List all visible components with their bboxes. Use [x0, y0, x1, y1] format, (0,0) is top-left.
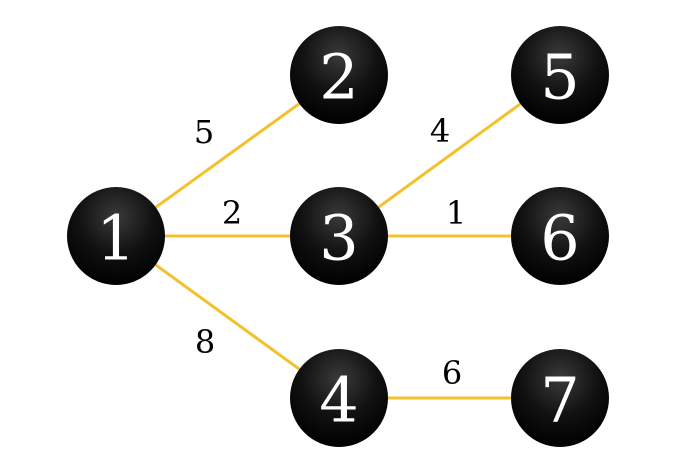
node-circle-3 — [290, 187, 388, 285]
node-3: 3 — [290, 187, 388, 285]
edge-weight-3-6: 1 — [446, 194, 466, 232]
node-label-7: 7 — [540, 364, 579, 437]
node-label-4: 4 — [319, 364, 358, 437]
edge-weight-4-7: 6 — [442, 354, 462, 392]
node-circle-2 — [290, 26, 388, 124]
node-label-6: 6 — [540, 202, 579, 275]
edge-weight-3-5: 4 — [430, 112, 450, 150]
node-label-5: 5 — [540, 41, 579, 114]
node-2: 2 — [290, 26, 388, 124]
nodes-layer: 1 2 3 4 5 6 7 — [67, 26, 609, 447]
node-circle-7 — [511, 349, 609, 447]
edge-weight-1-2: 5 — [194, 113, 214, 151]
node-circle-6 — [511, 187, 609, 285]
node-1: 1 — [67, 187, 165, 285]
node-label-1: 1 — [96, 202, 135, 275]
edge-weight-1-3: 2 — [222, 194, 242, 232]
node-circle-4 — [290, 349, 388, 447]
node-circle-1 — [67, 187, 165, 285]
node-label-3: 3 — [319, 202, 358, 275]
node-circle-5 — [511, 26, 609, 124]
node-4: 4 — [290, 349, 388, 447]
node-6: 6 — [511, 187, 609, 285]
node-5: 5 — [511, 26, 609, 124]
node-7: 7 — [511, 349, 609, 447]
edge-weight-1-4: 8 — [195, 323, 215, 361]
node-label-2: 2 — [319, 41, 358, 114]
